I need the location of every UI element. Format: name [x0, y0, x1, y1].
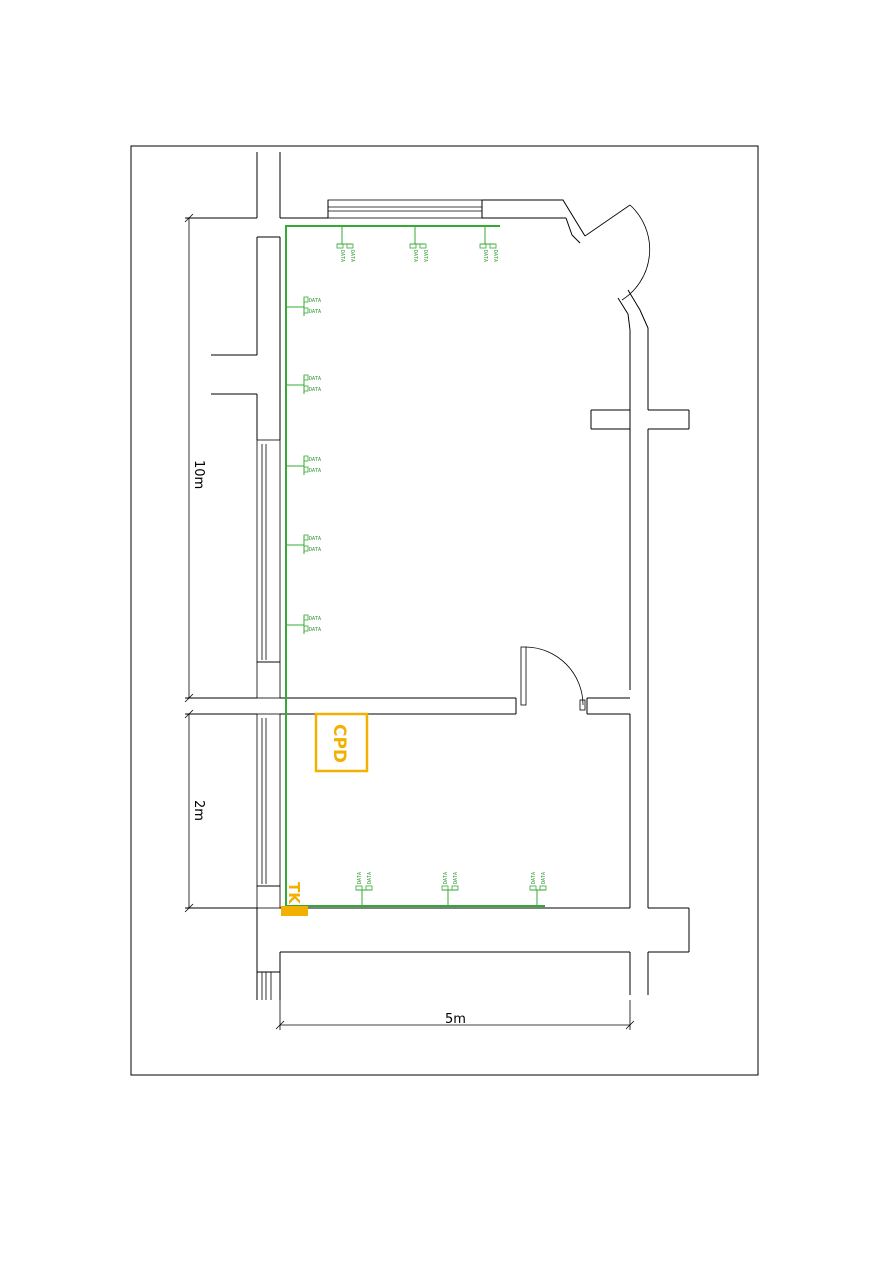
svg-text:DATA: DATA [309, 536, 321, 542]
data-outlet-icon: DATA [303, 534, 321, 542]
drawing-frame [130, 145, 759, 1076]
svg-text:DATA: DATA [309, 468, 321, 474]
data-outlet-icon: DATA [489, 243, 498, 262]
walls [185, 152, 690, 1000]
data-outlet-icon: DATA [355, 872, 363, 891]
tk-label: TK [285, 882, 303, 905]
svg-text:DATA: DATA [492, 250, 498, 262]
svg-text:DATA: DATA [443, 872, 449, 884]
data-outlet-icon: DATA [346, 243, 355, 262]
dimension-lines [184, 213, 635, 1030]
data-outlet-icon: DATA [303, 545, 321, 553]
data-outlet-icon: DATA [303, 455, 321, 463]
data-outlet-icon: DATA [419, 243, 428, 262]
data-outlet-icon: DATA [303, 307, 321, 315]
data-outlet-icon: DATA [451, 872, 459, 891]
data-outlet-icon: DATA [303, 385, 321, 393]
outlet-group-left-1: DATA DATA [286, 296, 321, 316]
data-outlet-icon: DATA [479, 243, 488, 262]
svg-text:DATA: DATA [339, 250, 345, 262]
svg-text:DATA: DATA [309, 309, 321, 315]
svg-text:DATA: DATA [367, 872, 373, 884]
svg-text:DATA: DATA [309, 387, 321, 393]
dimension-label-10m: 10m [191, 460, 206, 489]
data-outlet-icon: DATA [303, 625, 321, 633]
outlet-group-left-5: DATA DATA [286, 614, 321, 634]
data-outlet-icon: DATA [529, 872, 537, 891]
svg-text:DATA: DATA [541, 872, 547, 884]
outlet-group-left-2: DATA DATA [286, 374, 321, 394]
svg-text:DATA: DATA [412, 250, 418, 262]
outlet-group-top-2: DATA DATA [409, 226, 428, 262]
svg-text:DATA: DATA [309, 298, 321, 304]
cabinet-icon [314, 712, 369, 773]
data-outlet-icon: DATA [303, 614, 321, 622]
data-outlet-icon: DATA [303, 466, 321, 474]
data-outlet-icon: DATA [303, 296, 321, 304]
svg-text:DATA: DATA [309, 547, 321, 553]
dimension-label-2m: 2m [191, 800, 206, 821]
tk-terminal: TK [281, 882, 308, 916]
cpd-label: CPD [329, 724, 349, 763]
dimension-label-5m: 5m [445, 1012, 466, 1027]
svg-text:DATA: DATA [422, 250, 428, 262]
outlet-group-bottom-1: DATA DATA [355, 872, 373, 906]
outlet-group-left-4: DATA DATA [286, 534, 321, 554]
svg-text:DATA: DATA [531, 872, 537, 884]
data-outlet-icon: DATA [365, 872, 373, 891]
svg-text:DATA: DATA [309, 376, 321, 382]
cpd-cabinet: CPD [314, 712, 369, 773]
outlet-group-bottom-2: DATA DATA [441, 872, 459, 906]
svg-text:DATA: DATA [349, 250, 355, 262]
svg-text:DATA: DATA [482, 250, 488, 262]
svg-text:DATA: DATA [309, 627, 321, 633]
cable-route [285, 225, 545, 908]
tk-block [281, 906, 308, 916]
data-outlet-icon: DATA [336, 243, 345, 262]
data-outlet-icon: DATA [441, 872, 449, 891]
data-outlet-icon: DATA [409, 243, 418, 262]
outlet-group-top-1: DATA DATA [336, 226, 355, 262]
outlet-group-top-3: DATA DATA [479, 226, 498, 262]
svg-text:DATA: DATA [309, 616, 321, 622]
svg-text:DATA: DATA [309, 457, 321, 463]
data-outlet-icon: DATA [303, 374, 321, 382]
svg-text:DATA: DATA [357, 872, 363, 884]
outlet-group-bottom-3: DATA DATA [529, 872, 547, 906]
svg-text:DATA: DATA [453, 872, 459, 884]
outlet-group-left-3: DATA DATA [286, 455, 321, 475]
data-outlet-icon: DATA [539, 872, 547, 891]
